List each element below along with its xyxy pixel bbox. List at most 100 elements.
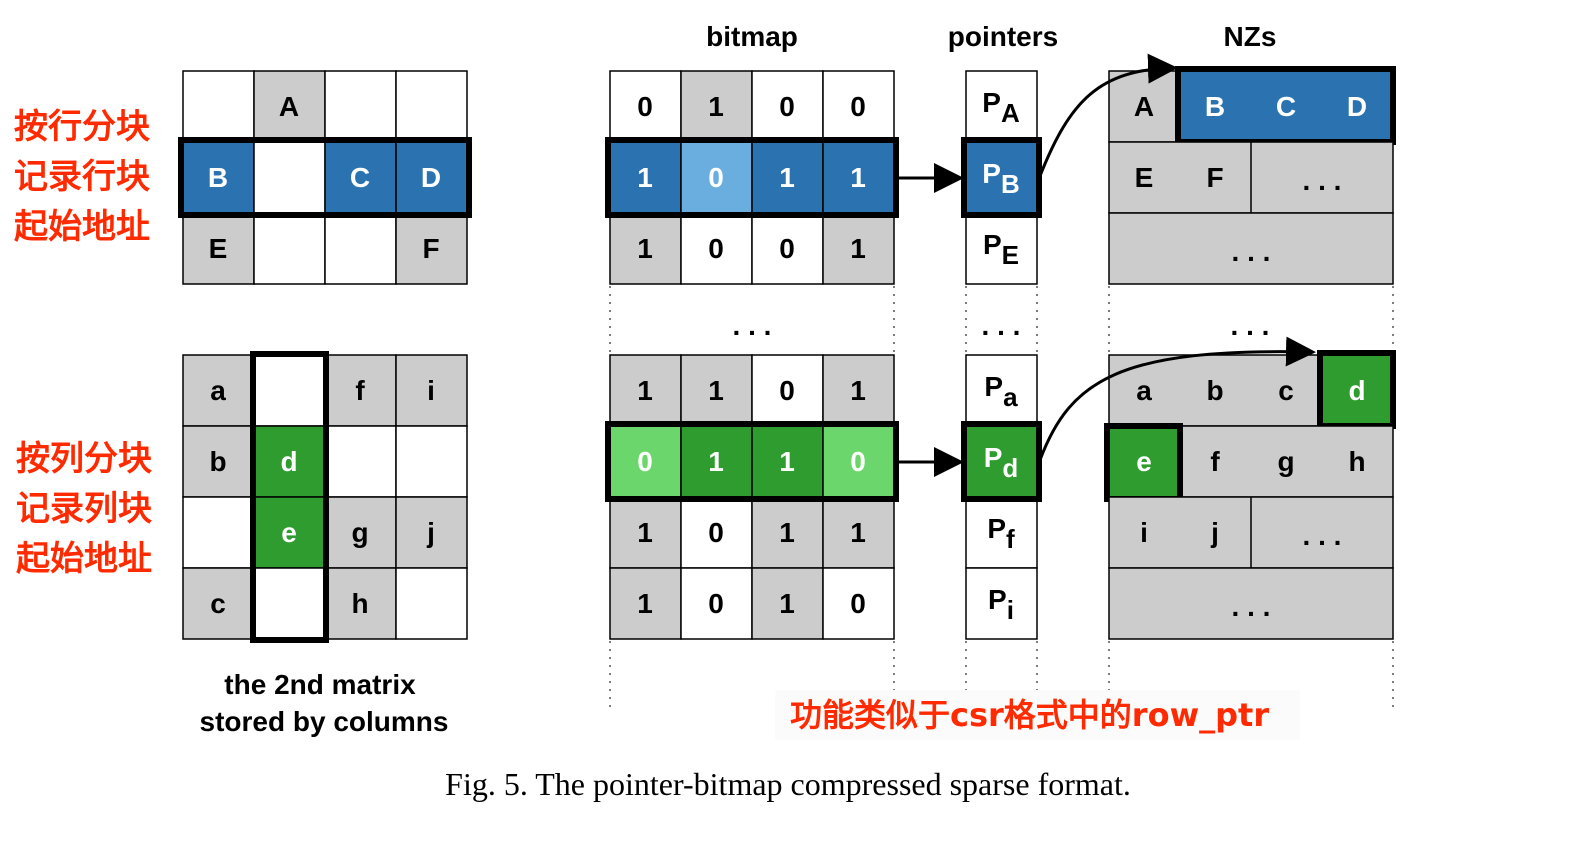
matrix-bottom-caption: stored by columns — [200, 706, 449, 737]
row-block-highlight — [178, 137, 472, 218]
matrix-bottom-label: c — [210, 588, 226, 619]
matrix-top-label: F — [422, 233, 439, 264]
bitmap-cell — [680, 425, 753, 498]
bitmap-bit: 0 — [708, 162, 724, 193]
matrix-top-cell — [253, 70, 326, 143]
matrix-bottom-cell — [182, 567, 255, 640]
matrix-bottom-cell — [324, 425, 397, 498]
bitmap-cell — [822, 141, 895, 214]
matrix-top-label: D — [421, 162, 441, 193]
matrix-bottom-label: h — [351, 588, 368, 619]
nz-value: g — [1277, 446, 1294, 477]
annotation-top-line: 按行分块 — [14, 107, 150, 147]
matrix-bottom-label: f — [355, 375, 365, 406]
matrix-bottom-label: d — [280, 446, 297, 477]
nz-value: d — [1348, 375, 1365, 406]
matrix-bottom-label: g — [351, 517, 368, 548]
bitmap-bit: 0 — [779, 91, 795, 122]
bitmap-bit: 0 — [708, 517, 724, 548]
pointer-sub: a — [1003, 382, 1018, 412]
matrix-bottom: a f i b d e g j c h — [182, 351, 468, 643]
nz-ellipsis: . . . — [1232, 591, 1271, 622]
nzs-row — [1108, 567, 1394, 640]
annotation-bottom-line: 起始地址 — [16, 539, 152, 579]
pointers-ellipsis: . . . — [982, 310, 1021, 341]
bitmap-bit: 1 — [850, 517, 866, 548]
bitmap-cell — [609, 567, 682, 640]
pointer-label: Pi — [988, 584, 1014, 625]
pointer-label: Pd — [984, 442, 1019, 483]
pointer-sub: f — [1006, 524, 1015, 554]
bitmap-bit: 1 — [637, 588, 653, 619]
nzs-ellipsis: . . . — [1231, 310, 1270, 341]
matrix-top-cell — [395, 212, 468, 285]
column-block-highlight — [250, 351, 329, 643]
pointer-sub: B — [1001, 169, 1020, 199]
matrix-top-cell — [395, 70, 468, 143]
matrix-bottom-label: j — [426, 517, 435, 548]
bitmap-cell — [609, 70, 682, 143]
pointer-cell — [965, 212, 1038, 285]
nz-value: j — [1210, 517, 1219, 548]
matrix-bottom-cell — [395, 425, 468, 498]
nz-value: B — [1205, 91, 1225, 122]
nz-value: E — [1135, 162, 1154, 193]
bitmap-cell — [822, 70, 895, 143]
pointer-base: P — [983, 229, 1002, 260]
pointer-label: Pa — [984, 371, 1018, 412]
matrix-top-label: C — [350, 162, 370, 193]
pointer-label: Pf — [987, 513, 1015, 554]
nzs-row — [1108, 212, 1394, 285]
matrix-bottom-caption: the 2nd matrix — [224, 669, 416, 700]
annotation-bottom-line: 记录列块 — [16, 489, 152, 529]
pointers-bottom: Pa Pd Pf Pi — [961, 354, 1042, 640]
pointer-base: P — [987, 513, 1006, 544]
nzs-highlight-fill — [1180, 71, 1393, 142]
nz-value: F — [1206, 162, 1223, 193]
nz-ellipsis: . . . — [1303, 165, 1342, 196]
pointer-cell — [965, 354, 1038, 427]
pointer-sub: d — [1002, 453, 1018, 483]
matrix-top-cell — [253, 212, 326, 285]
bitmap-bit: 1 — [779, 446, 795, 477]
pointer-base: P — [982, 87, 1001, 118]
pointer-cell — [965, 567, 1038, 640]
bitmap-bit: 1 — [850, 233, 866, 264]
pointer-label: PE — [983, 229, 1019, 270]
matrix-top-cell — [324, 212, 397, 285]
matrix-bottom-label: i — [427, 375, 435, 406]
arrow-pointer-to-nz-top — [1038, 53, 1178, 177]
nz-ellipsis: . . . — [1232, 236, 1271, 267]
matrix-top-cell — [182, 212, 255, 285]
bitmap-bit: 1 — [850, 375, 866, 406]
bitmap-bit: 0 — [779, 375, 795, 406]
annotation-top-line: 起始地址 — [14, 207, 150, 247]
matrix-top-label: E — [209, 233, 228, 264]
annotation-top-line: 记录行块 — [14, 157, 150, 197]
bitmap-bit: 1 — [637, 233, 653, 264]
pointers-top: PA PB PE — [961, 70, 1042, 285]
pointer-cell — [965, 425, 1038, 498]
bitmap-bit: 0 — [708, 233, 724, 264]
pointer-sub: E — [1002, 240, 1019, 270]
pointer-label: PA — [982, 87, 1020, 128]
bitmap-cell — [609, 496, 682, 569]
nzs-highlight-fill — [1322, 355, 1393, 426]
bitmap-bit: 0 — [850, 91, 866, 122]
bitmap-cell — [751, 425, 824, 498]
pointer-cell — [965, 70, 1038, 143]
nz-value: C — [1276, 91, 1296, 122]
nz-value: D — [1347, 91, 1367, 122]
matrix-bottom-cell — [395, 567, 468, 640]
matrix-bottom-cell — [253, 425, 326, 498]
matrix-top-cell — [182, 141, 255, 214]
bitmap-bit: 1 — [779, 162, 795, 193]
pointer-base: P — [988, 584, 1007, 615]
bitmap-bit: 1 — [779, 588, 795, 619]
bitmap-bit: 1 — [637, 162, 653, 193]
matrix-bottom-cell — [253, 567, 326, 640]
bitmap-bottom: 1 1 0 1 0 1 1 0 1 0 1 1 1 0 1 0 — [605, 354, 899, 640]
matrix-top-label: B — [208, 162, 228, 193]
nz-value: a — [1136, 375, 1152, 406]
